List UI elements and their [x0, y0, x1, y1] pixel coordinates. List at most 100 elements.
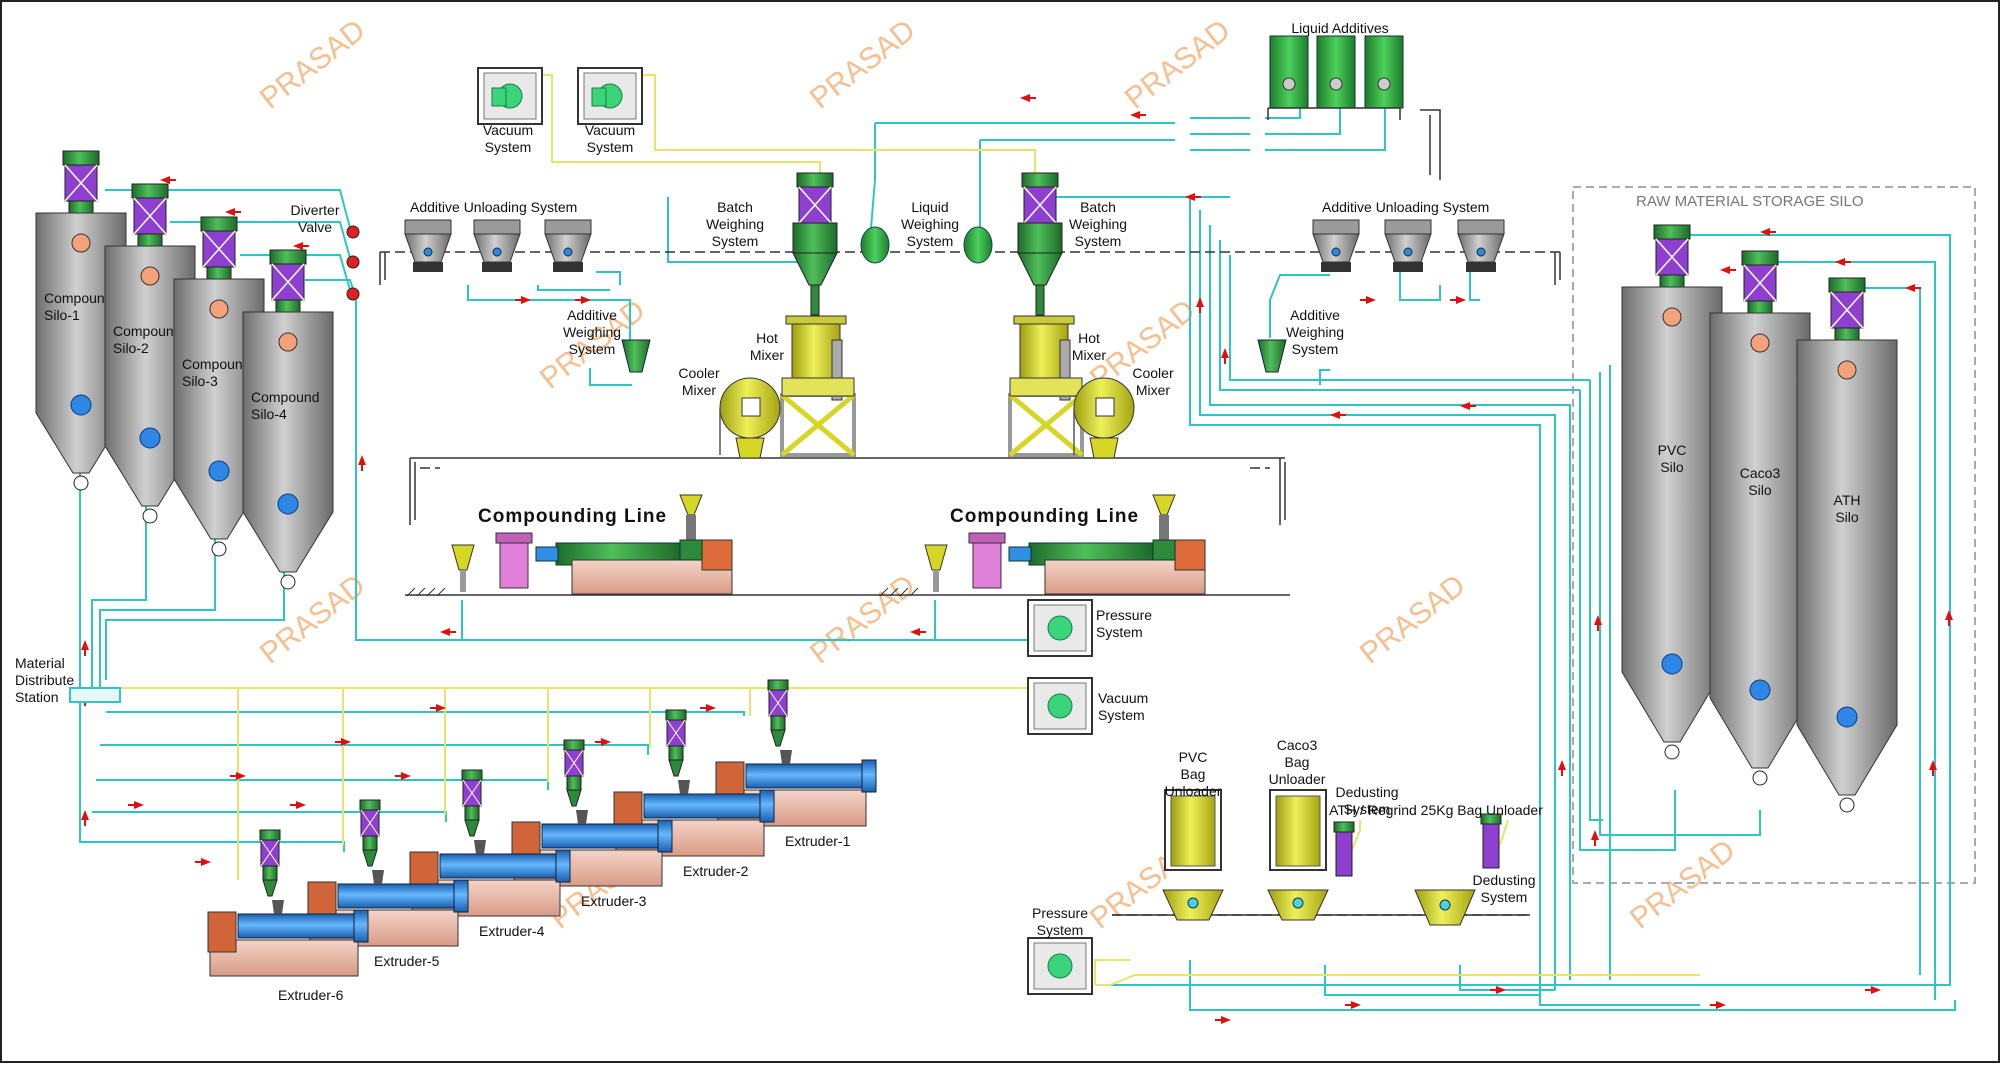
flow-arrow [575, 296, 591, 304]
flow-arrow [1490, 986, 1506, 994]
level-sensor-low [277, 493, 299, 515]
vacuum-system-mid [1027, 677, 1093, 735]
discharge-valve[interactable] [73, 475, 89, 491]
flow-arrow [700, 704, 716, 712]
extruder-label: Extruder-4 [479, 923, 545, 939]
raw-material-storage-frame [1572, 186, 1976, 884]
flow-arrow [230, 772, 246, 780]
level-sensor-high [140, 266, 160, 286]
compounding-line-label-right: Compounding Line [950, 506, 1139, 527]
material-distribute-station [69, 687, 121, 703]
flow-arrow [1185, 193, 1201, 201]
level-sensor-low [1836, 706, 1858, 728]
liquid-additive-tanks [1267, 35, 1404, 120]
flow-arrow [160, 176, 176, 184]
extruder-3: Extruder-3 [511, 739, 673, 909]
additive-unloading-label-right: Additive Unloading System [1322, 199, 1489, 215]
vacuum-line-network [100, 74, 1700, 986]
compounding-line-label-left: Compounding Line [478, 506, 667, 527]
level-sensor-low [1749, 679, 1771, 701]
flow-arrow [225, 208, 241, 216]
flow-arrow [1196, 297, 1204, 313]
liquid-additives-label: Liquid Additives [1291, 20, 1388, 36]
diverter-valves[interactable] [346, 225, 360, 301]
flow-arrow-group [81, 94, 1953, 1024]
flow-arrow [128, 801, 144, 809]
flow-arrow [1215, 1016, 1231, 1024]
flow-arrow [1345, 1001, 1361, 1009]
flow-arrow [440, 628, 456, 636]
level-sensor-low [139, 427, 161, 449]
flow-arrow [1929, 760, 1937, 776]
flow-arrow [81, 640, 89, 656]
extruder-label: Extruder-6 [278, 987, 344, 1003]
extruder-5: Extruder-5 [307, 799, 469, 969]
flow-arrow [1460, 402, 1476, 410]
discharge-valve[interactable] [1664, 744, 1680, 760]
flow-arrow [1591, 830, 1599, 846]
flow-arrow [1760, 228, 1776, 236]
flow-arrow [293, 242, 309, 250]
level-sensor-low [70, 394, 92, 416]
watermark-text: PRASAD [254, 14, 372, 116]
discharge-valve[interactable] [211, 541, 227, 557]
watermark-text: PRASAD [1119, 14, 1237, 116]
extruder-label: Extruder-2 [683, 863, 749, 879]
extruder-group: Extruder-1Extruder-2Extruder-3Extruder-4… [207, 679, 877, 1003]
discharge-valve[interactable] [1839, 797, 1855, 813]
flow-arrow [1558, 760, 1566, 776]
discharge-valve[interactable] [142, 508, 158, 524]
flow-arrow [430, 704, 446, 712]
level-sensor-low [208, 460, 230, 482]
flow-arrow [290, 801, 306, 809]
watermark-text: PRASAD [1624, 834, 1742, 936]
compounding-line-right [879, 494, 1206, 597]
level-sensor-high [1662, 307, 1682, 327]
additive-unloading-label-left: Additive Unloading System [410, 199, 577, 215]
vacuum-system-1 [477, 67, 543, 125]
flow-arrow [1710, 1001, 1726, 1009]
extruder-label: Extruder-3 [581, 893, 647, 909]
vacuum-system-2 [577, 67, 643, 125]
discharge-valve[interactable] [1752, 770, 1768, 786]
extruder-label: Extruder-1 [785, 833, 851, 849]
watermark-text: PRASAD [804, 14, 922, 116]
liquid-weighing-vessels [860, 226, 993, 264]
level-sensor-high [71, 233, 91, 253]
flow-arrow [1720, 266, 1736, 274]
bag-unloaders [1162, 789, 1502, 926]
flow-arrow [358, 455, 366, 471]
discharge-valve[interactable] [280, 574, 296, 590]
ath-regrind-unloader-label: ATH / Regrind 25Kg Bag Unloader [1329, 802, 1543, 818]
watermark-text: PRASAD [804, 569, 922, 671]
compounding-line-left [406, 494, 733, 597]
liquid-additive-tank [1269, 35, 1309, 109]
